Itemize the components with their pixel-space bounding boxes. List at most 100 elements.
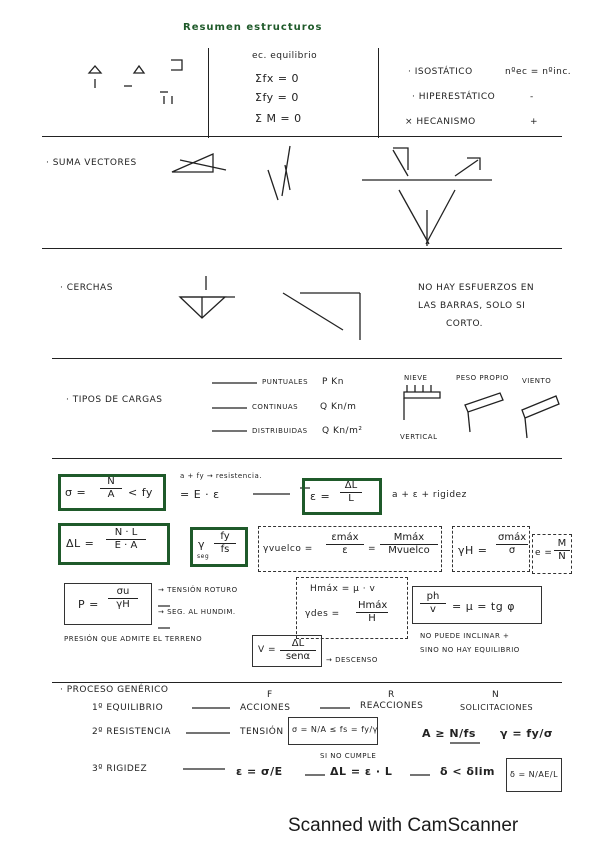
section-divider	[52, 682, 562, 683]
equilibrium-heading: ec. equilibrio	[252, 51, 318, 61]
step2-area: A ≥ N/fs	[422, 727, 476, 740]
step1-reacciones: REACCIONES	[360, 701, 424, 711]
gamma-h-lhs: γH =	[458, 544, 488, 557]
ph-num: ph	[420, 591, 446, 604]
step2-gamma: γ = fy/σ	[500, 727, 553, 740]
step3-strain: ε = σ/E	[236, 765, 283, 778]
column-f: F	[267, 690, 273, 700]
gamma-lhs: γ	[198, 538, 206, 551]
gamma-vuelco-num2: Mmáx	[380, 532, 438, 545]
class-hyperstatic: · HIPERESTÁTICO	[412, 92, 496, 102]
gamma-h-box	[452, 526, 530, 572]
gamma-vuelco-lhs: γvuelco =	[263, 544, 313, 554]
section-suma-vectores: · SUMA VECTORES	[46, 158, 137, 168]
load-vertical-label: VERTICAL	[400, 433, 438, 441]
gamma-vuelco-num1: εmáx	[326, 532, 364, 545]
section-divider	[52, 358, 562, 359]
gamma-des-lhs: γdes =	[305, 609, 340, 619]
gamma-h-den: σ	[508, 545, 516, 556]
delta-l-lhs: ΔL =	[66, 537, 95, 550]
note-resistencia: a + fy → resistencia.	[180, 472, 262, 480]
tension-roturo-label: → TENSIÓN ROTURO	[158, 586, 238, 594]
gamma-sub: seg	[197, 553, 210, 560]
step3-elongation: ΔL = ε · L	[330, 765, 393, 778]
h-max-formula: Hmáx = μ · v	[310, 584, 376, 594]
equation-sum-fx: Σfx = 0	[255, 72, 300, 85]
equals-sign: =	[368, 544, 377, 554]
sigma-hooke: = E · ε	[180, 488, 220, 501]
step3-deflection-formula: δ = N/AE/L	[510, 770, 559, 779]
descent-num: ΔL	[280, 638, 316, 651]
step2-label: 2º RESISTENCIA	[92, 727, 171, 737]
step2-tension: TENSIÓN	[240, 727, 284, 737]
step2-condition-box	[288, 717, 378, 745]
load-distribuidas-unit: Q Kn/m²	[322, 426, 363, 436]
gamma-vuelco-box	[258, 526, 442, 572]
eccentricity-lhs: e =	[535, 548, 553, 558]
epsilon-formula-box	[302, 478, 382, 515]
load-distribuidas: DISTRIBUIDAS	[252, 427, 308, 435]
gamma-h-num: σmáx	[496, 532, 528, 545]
gamma-vuelco-den2: Mvuelco	[388, 545, 430, 556]
cerchas-note-line1: NO HAY ESFUERZOS EN	[418, 283, 535, 293]
section-tipos-cargas: · TIPOS DE CARGAS	[66, 395, 163, 405]
no-inclinar-line2: SINO NO HAY EQUILIBRIO	[420, 646, 520, 654]
load-type-viento: VIENTO	[522, 377, 552, 385]
gamma-seg-box	[190, 527, 248, 567]
gamma-vuelco-den1: ε	[342, 545, 348, 556]
step1-solicitaciones: SOLICITACIONES	[460, 703, 534, 712]
gamma-des-den: H	[368, 613, 376, 624]
descent-den: senα	[285, 651, 311, 662]
column-divider	[378, 48, 379, 138]
no-inclinar-line1: NO PUEDE INCLINAR +	[420, 632, 510, 640]
class-isostatic: · ISOSTÁTICO	[408, 67, 473, 77]
eccentricity-den: N	[558, 551, 566, 562]
step3-deflection: δ < δlim	[440, 765, 495, 778]
step1-label: 1º EQUILIBRIO	[92, 703, 164, 713]
sigma-formula-box	[58, 474, 166, 511]
descent-lhs: V =	[258, 645, 277, 655]
gamma-des-num: Hmáx	[356, 600, 388, 613]
load-type-peso-propio: PESO PROPIO	[456, 374, 509, 382]
column-r: R	[388, 690, 395, 700]
load-puntuales: PUNTUALES	[262, 378, 309, 386]
column-n: N	[492, 690, 500, 700]
delta-l-den: E · A	[114, 540, 138, 551]
equation-sum-m: Σ M = 0	[255, 112, 302, 125]
eccentricity-num: M	[554, 538, 570, 551]
gamma-num: fy	[214, 531, 236, 544]
eccentricity-box	[532, 534, 572, 574]
sigma-lhs: σ =	[65, 486, 87, 499]
section-divider	[42, 136, 562, 137]
class-mechanism: × HECANISMO	[405, 117, 476, 127]
cerchas-note-line3: CORTO.	[446, 319, 484, 329]
epsilon-num: ΔL	[340, 480, 362, 493]
presion-terreno-label: PRESIÓN QUE ADMITE EL TERRENO	[64, 635, 203, 643]
column-divider	[208, 48, 209, 138]
load-continuas-unit: Q Kn/m	[320, 402, 357, 412]
pressure-lhs: P =	[78, 598, 99, 611]
load-continuas: CONTINUAS	[252, 403, 299, 411]
class-hyperstatic-note: -	[530, 92, 534, 102]
friction-box	[296, 577, 408, 639]
load-type-nieve: NIEVE	[404, 374, 428, 382]
step1-acciones: ACCIONES	[240, 703, 291, 713]
step3-deflection-box	[506, 758, 562, 792]
pressure-den: γH	[116, 599, 130, 610]
scanner-watermark: Scanned with CamScanner	[288, 815, 519, 836]
pressure-num: σu	[108, 586, 138, 599]
delta-l-num: N · L	[106, 527, 146, 540]
sigma-den: A	[107, 489, 115, 500]
